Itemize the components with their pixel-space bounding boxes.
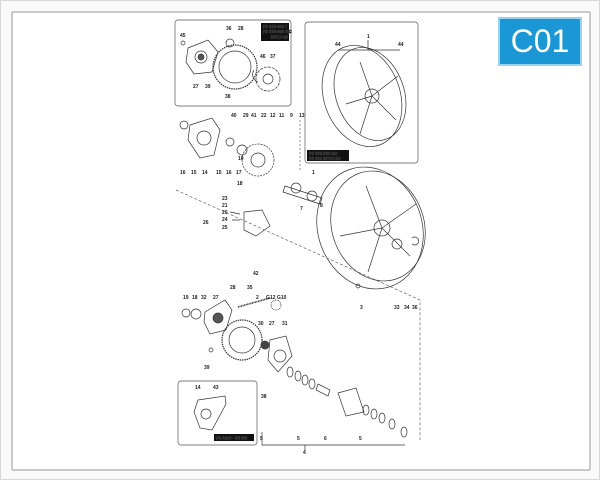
callout-9: 9 — [290, 113, 293, 119]
callout-42: 42 — [253, 271, 259, 277]
callout-5: 5 — [359, 436, 362, 442]
callout-44: 44 — [335, 42, 341, 48]
callout-4: 4 — [303, 450, 306, 456]
sprocket-box-tag-line2: F3 675-800 RC — [263, 29, 292, 34]
callout-1: 1 — [312, 170, 315, 176]
rear-wheel-rim-box — [321, 40, 407, 147]
section-code-badge: C01 — [498, 17, 582, 66]
callout-23: 23 — [222, 196, 228, 202]
diagram-panel — [11, 11, 591, 471]
callout-14: 14 — [195, 385, 201, 391]
callout-15: 15 — [191, 170, 197, 176]
callout-31: 31 — [282, 321, 288, 327]
wheel-box-tag-line1: F3 675-800 RC — [309, 151, 338, 156]
callout-36: 36 — [412, 305, 418, 311]
callout-7: 7 — [300, 206, 303, 212]
chain-guard — [193, 395, 227, 431]
guard-box — [177, 380, 258, 446]
callout-21: 21 — [222, 203, 228, 209]
callout-15: 15 — [216, 170, 222, 176]
callout-39: 39 — [204, 365, 210, 371]
callout-37: 37 — [270, 54, 276, 60]
callout-34: 34 — [404, 305, 410, 311]
callout-14: 14 — [202, 170, 208, 176]
callout-10: 10 — [238, 156, 244, 162]
wheel-box-tag-line2: F3 800 MY17-18 — [309, 156, 341, 161]
callout-26: 26 — [203, 220, 209, 226]
callout-G12: G12 — [266, 295, 276, 301]
callout-29: 29 — [243, 113, 249, 119]
callout-5: 5 — [297, 436, 300, 442]
callout-41: 41 — [251, 113, 257, 119]
guard-box-tag-bg — [214, 434, 254, 441]
sprocket-kit-box — [174, 19, 292, 107]
callout-20: 20 — [222, 210, 228, 216]
callout-5: 5 — [260, 436, 263, 442]
callout-18: 18 — [237, 181, 243, 187]
rear-hub-bearings — [261, 366, 408, 450]
callout-35: 35 — [247, 285, 253, 291]
callout-11: 11 — [279, 113, 285, 119]
callout-18: 18 — [192, 295, 198, 301]
callout-46: 46 — [260, 54, 266, 60]
callout-G10: G10 — [277, 295, 287, 301]
sprocket — [212, 38, 258, 90]
cush-drive-hub — [252, 66, 281, 92]
callout-2: 2 — [256, 295, 259, 301]
sprocket-box-tag-bg — [261, 23, 289, 41]
sprocket-carrier — [180, 39, 219, 75]
callout-13: 13 — [299, 113, 305, 119]
rear-axle — [282, 182, 323, 205]
wheel-box-tag-bg — [307, 150, 349, 161]
callout-30: 30 — [258, 321, 264, 327]
callout-28: 28 — [230, 285, 236, 291]
sprocket-box-tag-line3: MY17-18 — [271, 35, 289, 40]
callout-25: 25 — [222, 225, 228, 231]
callout-27: 27 — [269, 321, 275, 327]
callout-43: 43 — [213, 385, 219, 391]
callout-44: 44 — [398, 42, 404, 48]
sprocket-box-tag-line1: F3 675-800 / — [263, 24, 288, 29]
callout-16: 16 — [226, 170, 232, 176]
callout-36: 36 — [226, 26, 232, 32]
callout-1: 1 — [367, 34, 370, 40]
callout-39: 39 — [205, 84, 211, 90]
chain-sprocket-assembly — [181, 297, 293, 373]
brake-caliper — [229, 209, 271, 237]
callout-6: 6 — [324, 436, 327, 442]
brake-disc — [225, 137, 275, 177]
callout-19: 19 — [183, 295, 189, 301]
callout-16: 16 — [180, 170, 186, 176]
callout-28: 28 — [238, 26, 244, 32]
brake-caliper-bracket — [179, 117, 221, 159]
callout-33: 33 — [394, 305, 400, 311]
callout-17: 17 — [236, 170, 242, 176]
callout-12: 12 — [270, 113, 276, 119]
guard-box-tag: F3 AGO - F3 RC — [216, 436, 247, 441]
callout-3: 3 — [360, 305, 363, 311]
callout-38: 38 — [261, 394, 267, 400]
callout-45: 45 — [180, 33, 186, 39]
callout-24: 24 — [222, 217, 228, 223]
callout-38: 38 — [225, 94, 231, 100]
wheel-box — [304, 21, 419, 164]
callout-8: 8 — [320, 203, 323, 209]
rear-wheel — [316, 166, 426, 290]
callout-40: 40 — [231, 113, 237, 119]
callout-27: 27 — [213, 295, 219, 301]
callout-22: 22 — [261, 113, 267, 119]
callout-27: 27 — [193, 84, 199, 90]
callout-32: 32 — [201, 295, 207, 301]
